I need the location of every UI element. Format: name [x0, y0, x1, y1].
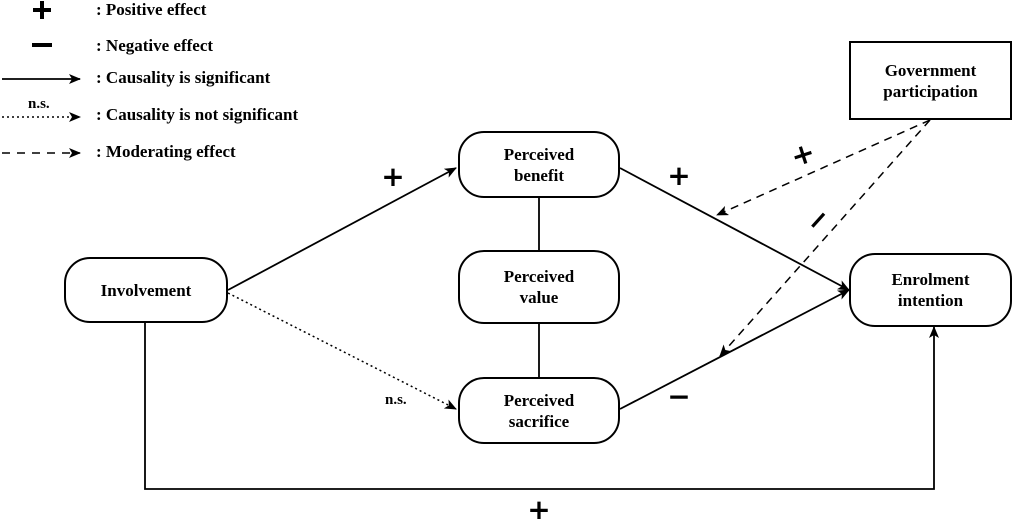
sign-sacrifice-enrolment: −	[667, 380, 691, 413]
legend-ns-tag: n.s.	[28, 96, 50, 112]
legend-plus-icon	[33, 1, 51, 19]
node-perceived-value-line-1: Perceived	[503, 267, 575, 286]
legend-positive-label: : Positive effect	[96, 0, 207, 19]
edge-sacrifice-to-enrolment	[619, 289, 850, 410]
edge-involvement-to-enrolment	[144, 323, 939, 490]
edge-involvement-to-sacrifice	[227, 292, 457, 410]
node-enrolment-intention-line-1: Enrolment	[891, 270, 970, 289]
legend-moderating-label: : Moderating effect	[96, 142, 236, 161]
node-perceived-benefit-line-1: Perceived	[503, 144, 575, 164]
legend-significant-label: : Causality is significant	[96, 68, 271, 87]
node-perceived-sacrifice: Perceived sacrifice	[458, 377, 620, 444]
ns-tag-involvement-sacrifice: n.s.	[385, 392, 407, 408]
node-perceived-value: Perceived value	[458, 250, 620, 324]
node-involvement: Involvement	[64, 257, 228, 323]
node-perceived-sacrifice-line-1: Perceived	[503, 390, 575, 410]
node-perceived-benefit: Perceived benefit	[458, 131, 620, 198]
node-enrolment-intention-line-2: intention	[897, 291, 964, 310]
node-government-participation: Government participation	[849, 41, 1012, 120]
edge-gov-moderates-sacrifice	[719, 119, 931, 357]
node-government-participation-line-2: participation	[883, 81, 978, 101]
sign-involvement-enrolment: +	[527, 493, 551, 526]
node-perceived-value-line-2: value	[519, 288, 559, 307]
legend-negative-label: : Negative effect	[96, 36, 214, 55]
sign-benefit-enrolment: +	[667, 159, 691, 192]
edge-gov-moderates-benefit	[716, 119, 931, 216]
node-government-participation-line-1: Government	[884, 60, 977, 80]
sign-involvement-benefit: +	[381, 160, 405, 193]
node-perceived-sacrifice-line-2: sacrifice	[508, 411, 570, 431]
edge-benefit-to-enrolment	[619, 167, 850, 291]
node-enrolment-intention: Enrolment intention	[849, 253, 1012, 327]
node-involvement-line-1: Involvement	[100, 280, 192, 300]
node-perceived-benefit-line-2: benefit	[513, 165, 565, 185]
legend-not-significant-label: : Causality is not significant	[96, 105, 299, 124]
edge-involvement-to-benefit	[227, 167, 457, 291]
